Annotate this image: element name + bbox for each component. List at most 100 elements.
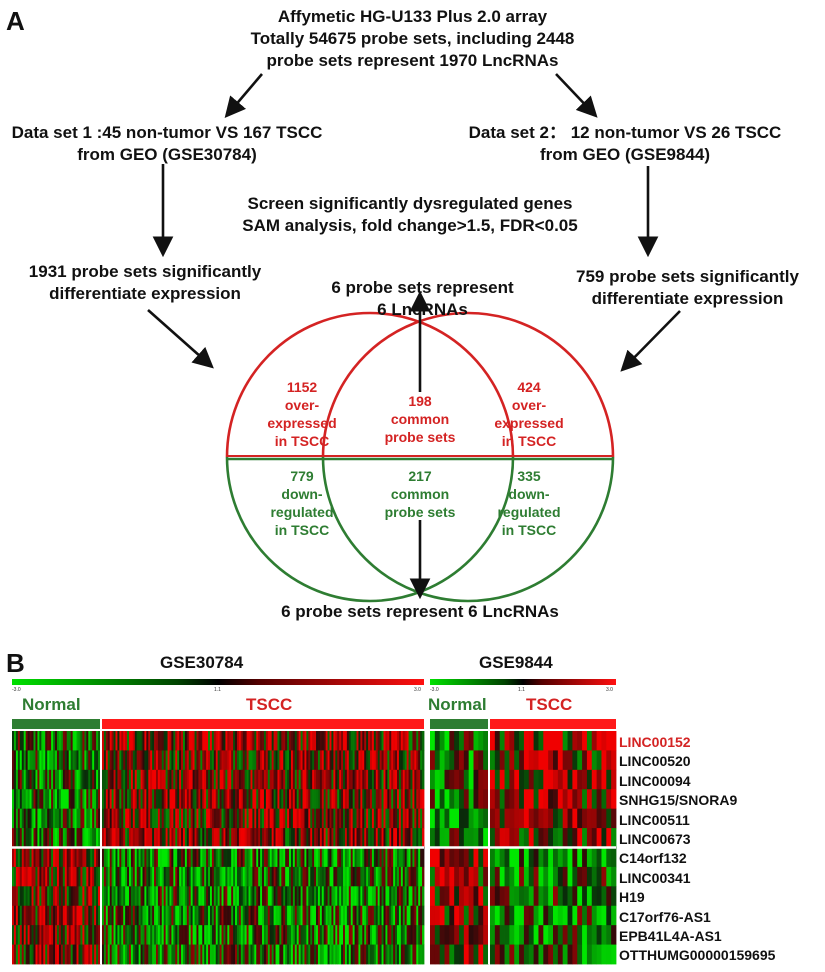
heatmap-cell	[308, 808, 311, 829]
heatmap-cell	[102, 866, 105, 887]
heatmap-cell	[109, 925, 113, 945]
heatmap-cell	[25, 828, 29, 848]
heatmap-cell	[62, 828, 66, 848]
heatmap-cell	[468, 905, 474, 926]
heatmap-cell	[538, 789, 544, 810]
heatmap-cell	[504, 905, 510, 926]
heatmap-cell	[190, 731, 194, 751]
heatmap-cell	[412, 750, 415, 771]
heatmap-cell	[434, 925, 441, 945]
heatmap-cell	[33, 750, 36, 771]
heatmap-cell	[582, 769, 588, 790]
heatmap-cell	[364, 828, 367, 848]
heatmap-cell	[103, 925, 107, 945]
heatmap-cell	[98, 789, 101, 810]
heatmap-cell	[103, 769, 107, 790]
heatmap-cell	[260, 905, 263, 926]
heatmap-cell	[596, 769, 602, 790]
heatmap-cell	[402, 886, 406, 907]
heatmap-cell	[285, 847, 288, 868]
heatmap-cell	[325, 886, 328, 907]
up-left-count: 1152	[286, 379, 318, 395]
heatmap-cell	[223, 944, 226, 965]
heatmap-cell	[444, 769, 450, 790]
heatmap-cell	[269, 769, 273, 790]
heatmap-cell	[248, 866, 251, 887]
heatmap-cell	[449, 944, 455, 965]
heatmap-cell	[33, 828, 36, 848]
heatmap-cell	[227, 828, 230, 848]
heatmap-cell	[175, 944, 178, 965]
heatmap-cell	[144, 769, 147, 790]
heatmap-cell	[269, 789, 273, 810]
heatmap-cell	[27, 925, 30, 945]
heatmap-cell	[473, 944, 479, 965]
heatmap-cell	[155, 769, 159, 790]
heatmap-cell	[444, 731, 450, 751]
heatmap-cell	[312, 925, 315, 945]
heatmap-cell	[414, 789, 417, 810]
heatmap-cell	[344, 750, 348, 771]
heatmap-cell	[327, 769, 330, 790]
heatmap-cell	[130, 808, 134, 829]
heatmap-cell	[385, 905, 388, 926]
heatmap-cell	[275, 905, 278, 926]
heatmap-cell	[117, 866, 120, 887]
heatmap-cell	[94, 808, 97, 829]
heatmap-cell	[325, 750, 328, 771]
heatmap-cell	[148, 905, 151, 926]
heatmap-cell	[304, 925, 307, 945]
heatmap-cell	[406, 925, 409, 945]
heatmap-cell	[362, 944, 365, 965]
heatmap-cell	[358, 808, 361, 829]
heatmap-cell	[379, 769, 382, 790]
heatmap-cell	[217, 789, 221, 810]
heatmap-cell	[115, 750, 118, 771]
heatmap-cell	[420, 944, 423, 965]
heatmap-cell	[157, 866, 161, 887]
heatmap-cell	[127, 808, 130, 829]
heatmap-cell	[105, 847, 109, 868]
heatmap-cell	[128, 828, 132, 848]
heatmap-cell	[238, 808, 242, 829]
heatmap-cell	[402, 769, 406, 790]
heatmap-cell	[12, 866, 15, 887]
heatmap-cell	[90, 905, 93, 926]
heatmap-cell	[250, 789, 253, 810]
heatmap-cell	[15, 750, 19, 771]
heatmap-cell	[543, 905, 549, 926]
heatmap-cell	[430, 866, 436, 887]
heatmap-cell	[167, 847, 170, 868]
heatmap-cell	[225, 944, 228, 965]
heatmap-cell	[125, 731, 128, 751]
heatmap-cell	[402, 808, 406, 829]
heatmap-cell	[304, 731, 307, 751]
heatmap-cell	[236, 944, 240, 965]
heatmap-cell	[263, 828, 267, 848]
heatmap-cell	[356, 847, 359, 868]
heatmap-cell	[283, 886, 286, 907]
heatmap-cell	[271, 789, 275, 810]
heatmap-cell	[519, 847, 525, 868]
heatmap-cell	[163, 750, 167, 771]
heatmap-cell	[242, 925, 246, 945]
heatmap-cell	[273, 731, 276, 751]
heatmap-cell	[553, 866, 559, 887]
heatmap-cell	[308, 789, 311, 810]
heatmap-cell	[360, 925, 363, 945]
heatmap-cell	[244, 925, 248, 945]
heatmap-cell	[98, 886, 101, 907]
heatmap-cell	[281, 750, 284, 771]
heatmap-cell	[235, 925, 238, 945]
heatmap-cell	[287, 750, 290, 771]
heatmap-cell	[125, 886, 128, 907]
heatmap-cell	[323, 789, 327, 810]
heatmap-cell	[192, 866, 195, 887]
heatmap-cell	[341, 769, 344, 790]
heatmap-cell	[302, 828, 305, 848]
heatmap-cell	[354, 925, 357, 945]
heatmap-cell	[262, 866, 265, 887]
heatmap-cell	[296, 750, 300, 771]
heatmap-cell	[294, 847, 298, 868]
heatmap-cell	[186, 925, 190, 945]
